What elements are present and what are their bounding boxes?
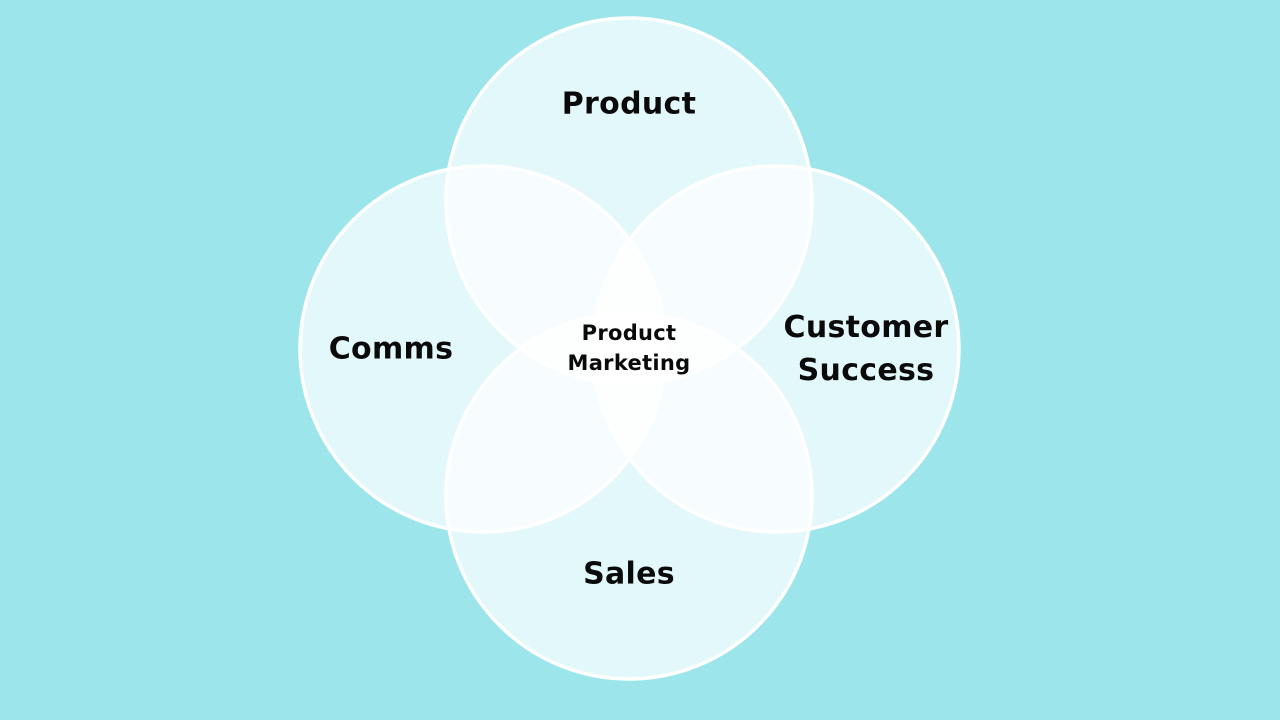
circle-sales	[444, 311, 814, 681]
label-sales: Sales	[583, 556, 675, 592]
label-comms: Comms	[328, 331, 454, 367]
label-center-product-marketing: Product Marketing	[567, 321, 691, 375]
label-product: Product	[561, 86, 697, 122]
label-customer-success: Customer Success	[783, 310, 949, 388]
